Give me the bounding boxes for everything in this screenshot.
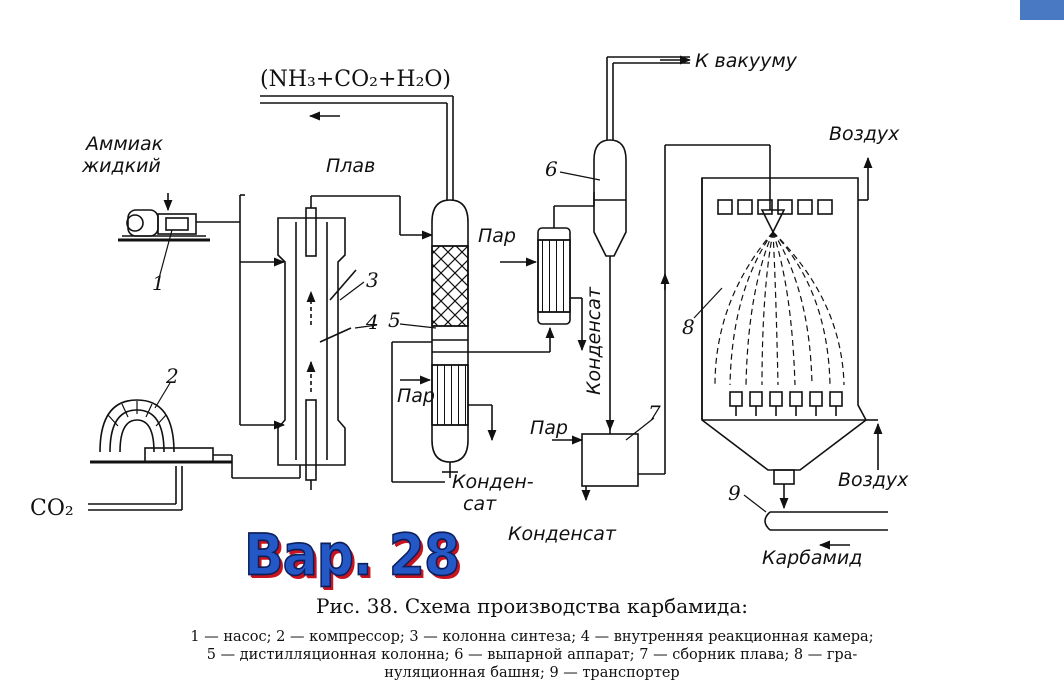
label-ammonia-2: жидкий (81, 155, 161, 177)
number-8: 8 (682, 315, 695, 339)
legend-line-3: нуляционная башня; 9 — транспортер (384, 665, 680, 681)
number-3: 3 (366, 268, 379, 292)
legend-line-1: 1 — насос; 2 — компрессор; 3 — колонна с… (190, 629, 874, 645)
label-vapor-mix: (NH₃+CO₂+H₂O) (260, 67, 451, 92)
legend-line-2: 5 — дистилляционная колонна; 6 — выпарно… (206, 647, 858, 663)
granulation-tower (701, 177, 868, 485)
label-condensate-bottom: Конденсат (508, 523, 617, 545)
label-condensate-distill-1: Конден- (452, 471, 534, 493)
label-urea: Карбамид (762, 547, 862, 569)
label-melt: Плав (326, 155, 375, 177)
evaporator (593, 139, 627, 257)
compressor (90, 399, 232, 464)
label-ammonia-1: Аммиак (84, 133, 164, 155)
heater (537, 227, 571, 325)
number-1: 1 (152, 271, 165, 295)
label-air-bottom: Воздух (838, 469, 909, 491)
number-6: 6 (545, 157, 558, 181)
label-condensate-vertical: Конденсат (583, 286, 605, 395)
number-5: 5 (388, 308, 401, 332)
label-co2: CO₂ (30, 496, 74, 521)
number-2: 2 (165, 364, 179, 388)
figure-caption: Рис. 38. Схема производства карбамида: (315, 594, 748, 618)
pump (118, 209, 210, 242)
variant-stamp: Вар. 28 (243, 522, 461, 590)
label-steam-distill: Пар (397, 385, 435, 407)
number-9: 9 (728, 481, 741, 505)
corner-tab (1020, 0, 1064, 20)
label-air-top: Воздух (829, 123, 900, 145)
melt-collector (572, 428, 665, 487)
synthesis-column (277, 196, 346, 490)
number-7: 7 (648, 401, 661, 425)
label-condensate-distill-2: сат (463, 493, 497, 515)
figure-legend: 1 — насос; 2 — компрессор; 3 — колонна с… (0, 628, 1064, 682)
label-steam-collector: Пар (530, 417, 568, 439)
conveyor (764, 484, 888, 531)
label-steam-heater: Пар (478, 225, 516, 247)
label-to-vacuum: К вакууму (695, 50, 798, 72)
distillation-column (431, 199, 469, 473)
number-4: 4 (365, 310, 379, 334)
